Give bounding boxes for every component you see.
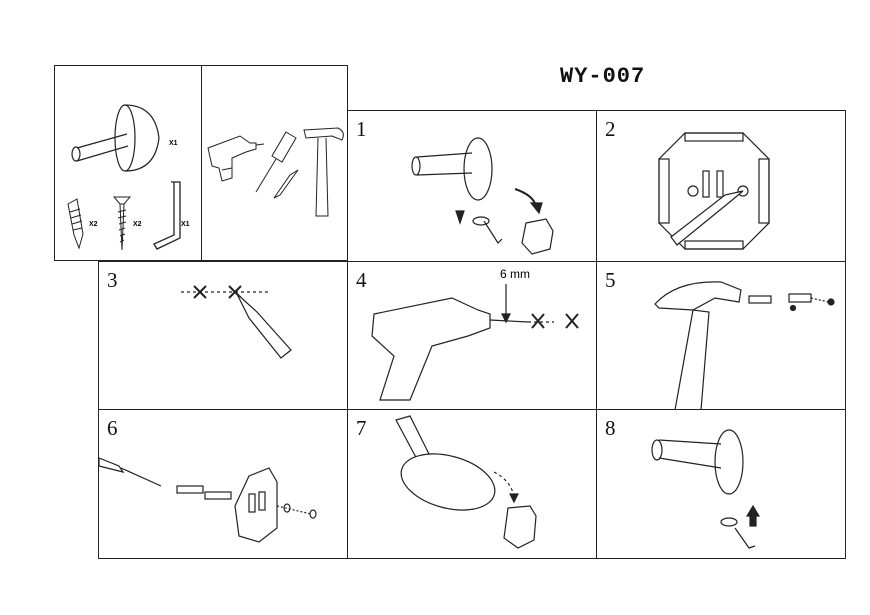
step-1-panel: 1 [347, 110, 597, 262]
anchor-quantity: X2 [89, 221, 98, 228]
pencil-icon [273, 169, 299, 199]
washer-icon [309, 509, 317, 519]
step-4-panel: 4 6 mm [347, 261, 597, 410]
step-5-panel: 5 [596, 261, 846, 411]
step-8-panel: 8 [596, 409, 846, 559]
parts-panel: X1 X2 X2 X1 [54, 65, 202, 261]
model-title: WY-007 [560, 64, 646, 89]
drill-icon [371, 297, 491, 401]
drill-icon [207, 135, 265, 182]
step-number: 7 [356, 416, 367, 440]
parts-illustration: X1 X2 X2 X1 [67, 104, 190, 251]
step-2-illustration [658, 132, 770, 250]
pencil-icon [236, 293, 292, 359]
step-number: 3 [107, 268, 118, 292]
screwdriver-icon [255, 131, 297, 193]
hammer-icon [303, 127, 344, 217]
hex-key-icon [483, 220, 503, 244]
step-number: 8 [605, 416, 616, 440]
drill-size-label: 6 mm [500, 267, 530, 281]
hook-rosette-icon [463, 137, 493, 201]
step-3-illustration [181, 285, 292, 359]
step-1-illustration [411, 137, 554, 255]
step-number: 5 [605, 268, 616, 292]
step-7-panel: 7 [347, 409, 597, 559]
mounting-plate-icon [521, 218, 554, 255]
dotted-arrow-icon [493, 471, 515, 497]
tools-panel [201, 65, 348, 261]
step-number: 4 [356, 268, 367, 292]
step-5-illustration [654, 281, 835, 411]
hammer-handle-icon [674, 309, 710, 411]
tools-illustration [207, 127, 344, 217]
hex-key-quantity: X1 [181, 221, 190, 228]
screw-icon [204, 491, 232, 500]
washer-icon [283, 503, 291, 513]
drill-bit [489, 319, 529, 323]
rotate-icon [472, 216, 490, 226]
step-number: 1 [356, 117, 367, 141]
hook-rosette-icon [400, 453, 496, 511]
mark-x-icon [193, 285, 207, 299]
screw-icon [176, 485, 204, 494]
hook-arm-icon [416, 152, 473, 176]
screwdriver-shaft [120, 467, 162, 487]
mark-x-icon [565, 313, 579, 329]
mounting-plate-icon [658, 132, 770, 250]
hook-part-icon [71, 104, 160, 172]
screwdriver-handle-icon [98, 457, 125, 473]
step-6-illustration [98, 457, 317, 543]
step-number: 6 [107, 416, 118, 440]
step-6-panel: 6 [98, 409, 348, 559]
mounting-plate-icon [234, 467, 278, 543]
step-4-illustration: 6 mm [371, 267, 579, 401]
wall-anchor-icon [748, 295, 772, 304]
screw-quantity: X2 [133, 221, 142, 228]
hook-arm-icon [658, 439, 722, 469]
step-8-illustration [651, 429, 761, 549]
step-number: 2 [605, 117, 616, 141]
step-3-panel: 3 [98, 261, 348, 410]
pencil-icon [670, 190, 744, 246]
step-7-illustration [395, 415, 537, 549]
screw-icon [788, 293, 812, 303]
hex-key-icon [153, 181, 181, 250]
hook-rosette-icon [714, 429, 744, 495]
down-arrow-icon [455, 210, 465, 225]
hook-quantity: X1 [169, 140, 178, 147]
hex-key-icon [734, 527, 756, 549]
up-arrow-icon [745, 504, 761, 517]
rotate-icon [720, 517, 738, 527]
hammer-head-icon [654, 281, 742, 311]
screw-icon [112, 196, 132, 251]
step-2-panel: 2 [596, 110, 846, 262]
wall-anchor-icon [67, 198, 84, 250]
mark-x-icon [531, 313, 545, 329]
mounting-plate-icon [503, 505, 537, 549]
